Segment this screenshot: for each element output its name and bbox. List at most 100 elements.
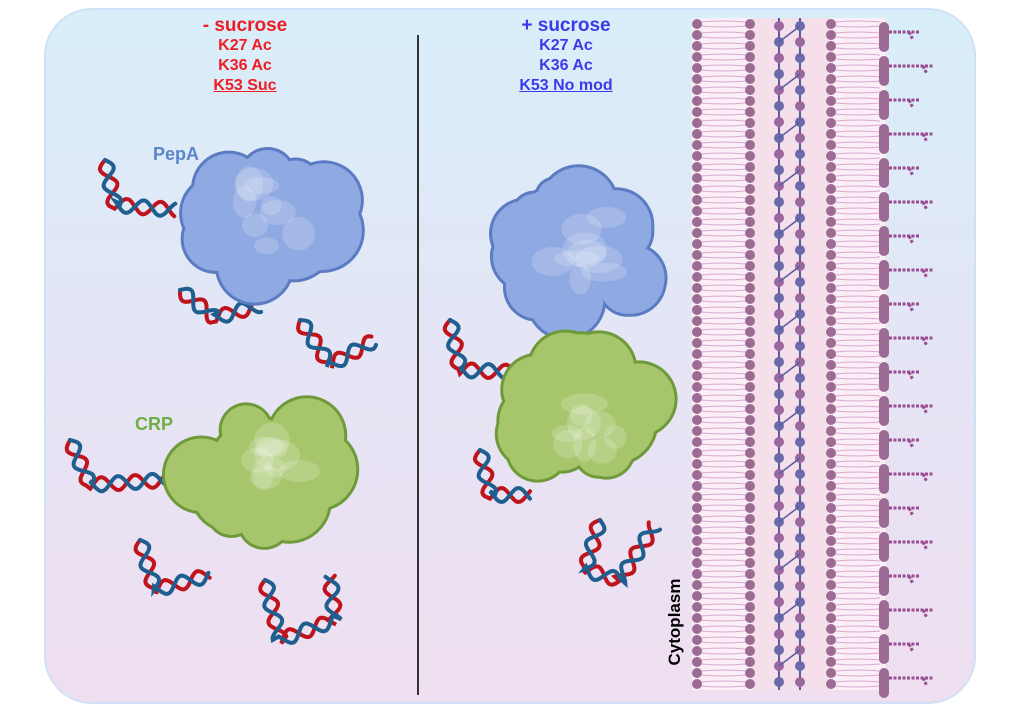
lipid-head <box>826 272 836 282</box>
lipid-head <box>745 437 755 447</box>
lipid-head <box>745 558 755 568</box>
lipid-tail <box>700 493 747 501</box>
cytoplasm-label: Cytoplasm <box>665 578 684 666</box>
lipid-head <box>826 514 836 524</box>
lipid-head <box>745 668 755 678</box>
protein-highlight <box>234 167 274 201</box>
protein-highlight <box>562 232 608 268</box>
lps-sugar-branch <box>907 167 915 177</box>
peptidoglycan-bead <box>774 261 784 271</box>
lipid-head <box>692 41 702 51</box>
peptidoglycan-bead <box>774 677 784 687</box>
lipid-head <box>745 338 755 348</box>
periplasm <box>752 18 830 690</box>
peptidoglycan-bead <box>774 485 784 495</box>
lipid-head <box>745 514 755 524</box>
lipid-head <box>692 371 702 381</box>
protein-highlight <box>584 411 616 438</box>
lipid-tail <box>700 31 747 39</box>
lps-sugar-branch <box>921 541 929 551</box>
lipid-head <box>692 184 702 194</box>
lipid-head <box>692 470 702 480</box>
lipid-head <box>745 261 755 271</box>
peptide-crosslink <box>778 313 801 331</box>
peptidoglycan-bead <box>774 405 784 415</box>
lipid-head <box>692 294 702 304</box>
lipid-tail <box>700 680 747 688</box>
lipid-head <box>826 129 836 139</box>
lipid-head <box>692 283 702 293</box>
lipid-head <box>826 481 836 491</box>
lipid-head <box>692 228 702 238</box>
lipid-head <box>826 294 836 304</box>
lipid-tail <box>834 603 881 611</box>
lipid-tail <box>700 218 747 226</box>
lipid-tail <box>834 86 881 94</box>
right-mod-k36: K36 Ac <box>539 57 593 74</box>
lps-anchor <box>879 294 889 324</box>
lipid-head <box>745 679 755 689</box>
lipid-tail <box>834 680 881 688</box>
dna-strand <box>578 518 655 587</box>
lipid-tail <box>700 372 747 380</box>
lipid-head <box>692 382 702 392</box>
lipid-tail <box>700 240 747 248</box>
lipid-head <box>826 470 836 480</box>
peptide-crosslink <box>778 169 801 187</box>
peptidoglycan-bead <box>795 101 805 111</box>
protein-highlight <box>574 245 623 274</box>
protein-highlight <box>587 206 627 228</box>
lipid-head <box>692 151 702 161</box>
lipid-head <box>826 646 836 656</box>
lipid-tail <box>700 526 747 534</box>
lipid-tail <box>834 251 881 259</box>
lipid-head <box>826 404 836 414</box>
lipid-head <box>692 140 702 150</box>
lipid-tail <box>834 185 881 193</box>
protein-highlight <box>551 425 583 442</box>
lipid-tail <box>700 394 747 402</box>
lipid-head <box>692 514 702 524</box>
dna-strand <box>138 538 211 598</box>
left-mod-k53: K53 Suc <box>213 77 277 94</box>
peptidoglycan-bead <box>774 645 784 655</box>
lipid-tail <box>834 581 881 589</box>
lipid-head <box>745 657 755 667</box>
dna-strand <box>446 318 516 381</box>
lipid-head <box>692 492 702 502</box>
lipid-tail <box>700 262 747 270</box>
lipid-tail <box>700 339 747 347</box>
lipid-tail <box>834 647 881 655</box>
lipid-head <box>745 239 755 249</box>
peptidoglycan-bead <box>774 581 784 591</box>
lps-sugar-branch <box>921 405 929 415</box>
lipid-head <box>745 129 755 139</box>
lipid-head <box>692 305 702 315</box>
peptidoglycan-bead <box>795 389 805 399</box>
peptidoglycan-bead <box>795 293 805 303</box>
dna-strand <box>178 288 260 325</box>
lipid-tail <box>700 504 747 512</box>
lipid-tail <box>700 592 747 600</box>
lipid-tail <box>700 64 747 72</box>
lps-sugar-branch <box>907 235 915 245</box>
protein-highlight <box>566 406 601 440</box>
lipid-tail <box>834 218 881 226</box>
peptidoglycan-bead <box>774 389 784 399</box>
lipid-head <box>826 459 836 469</box>
proteins <box>161 146 678 550</box>
peptidoglycan-bead <box>795 245 805 255</box>
peptidoglycan-bead <box>795 661 805 671</box>
lipid-tail <box>700 108 747 116</box>
lps-anchor <box>879 90 889 120</box>
lipid-tail <box>834 64 881 72</box>
lipid-tail <box>700 328 747 336</box>
lipid-head <box>692 52 702 62</box>
lipid-tail <box>700 152 747 160</box>
lipid-head <box>826 558 836 568</box>
lipid-head <box>826 668 836 678</box>
lipid-head <box>745 272 755 282</box>
dna-strand <box>472 448 532 505</box>
lipid-head <box>745 195 755 205</box>
protein-highlight <box>242 213 269 238</box>
